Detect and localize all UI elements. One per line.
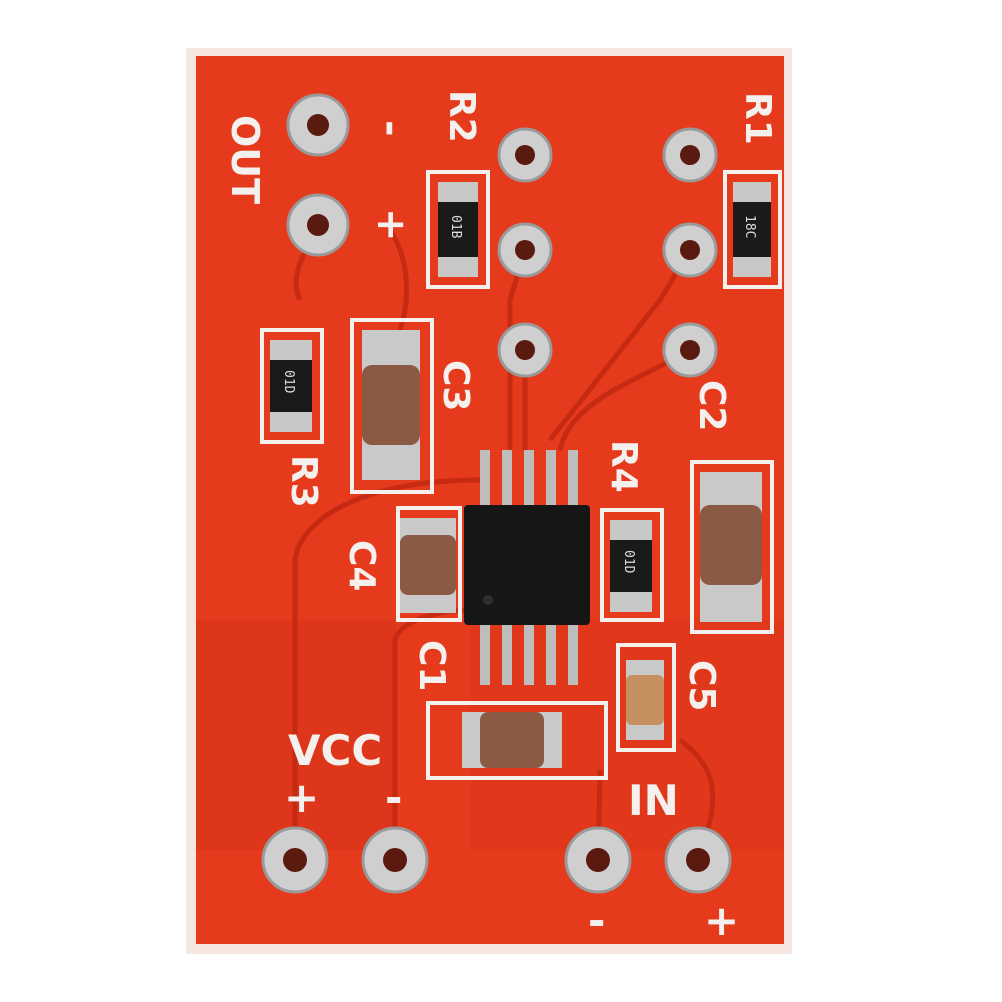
label-vcc-plus: +	[284, 773, 319, 822]
label-in-minus: -	[588, 896, 605, 945]
ic-chip	[464, 450, 590, 685]
pads	[261, 93, 732, 894]
resistor-r3: 01D	[270, 340, 312, 432]
label-vcc: VCC	[288, 726, 382, 775]
label-r3: R3	[283, 455, 324, 508]
resistor-r4: 01D	[610, 520, 652, 612]
label-c5: C5	[681, 660, 722, 711]
label-out: OUT	[223, 115, 267, 204]
label-c2: C2	[691, 380, 732, 431]
label-r1: R1	[737, 92, 778, 145]
svg-text:01D: 01D	[281, 370, 296, 394]
label-vcc-minus: -	[385, 773, 402, 822]
label-c4: C4	[341, 540, 382, 591]
label-out-plus: +	[368, 208, 414, 242]
label-r2: R2	[441, 90, 482, 143]
label-in-plus: +	[704, 896, 739, 945]
label-c3: C3	[435, 360, 476, 411]
resistor-r2: 01B	[438, 182, 478, 277]
capacitors	[362, 330, 762, 768]
label-c1: C1	[411, 640, 452, 691]
svg-text:01B: 01B	[448, 215, 463, 239]
label-out-minus: -	[368, 120, 414, 137]
svg-text:18C: 18C	[742, 215, 757, 238]
resistor-r1: 18C	[733, 182, 771, 277]
svg-text:01D: 01D	[621, 550, 636, 574]
label-r4: R4	[603, 440, 644, 493]
label-in: IN	[628, 776, 679, 825]
